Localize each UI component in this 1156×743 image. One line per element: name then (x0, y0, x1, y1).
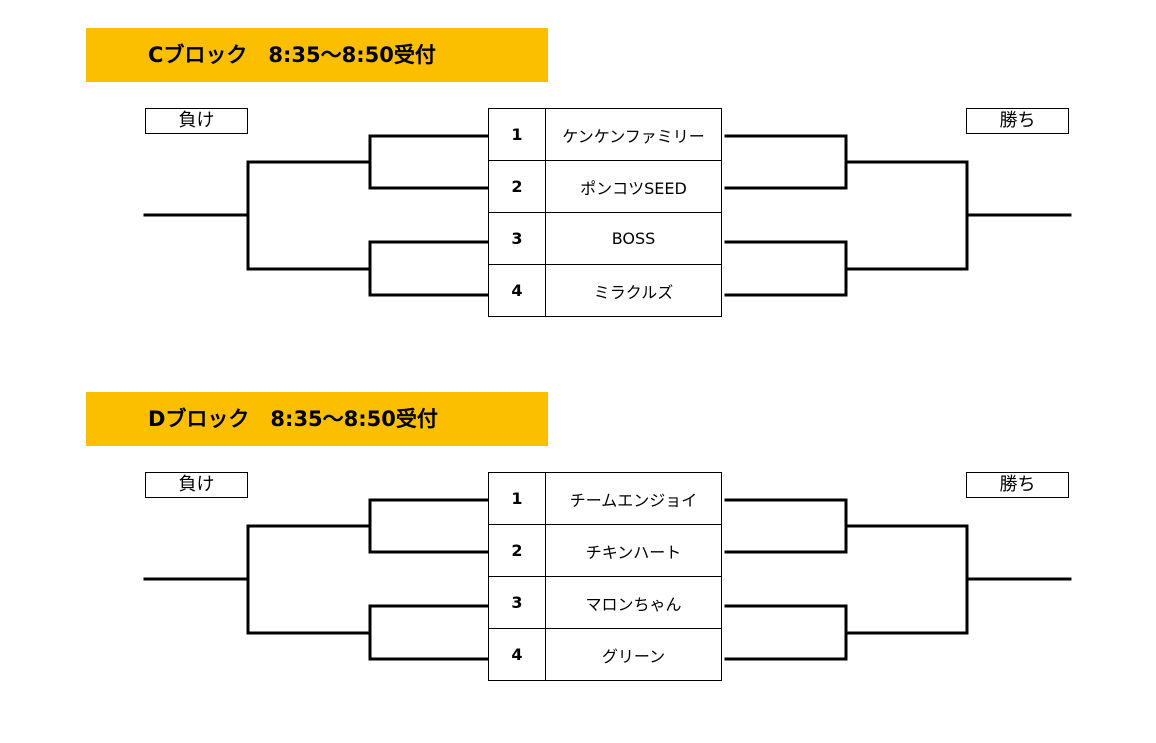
bracket-lines (143, 134, 1072, 297)
team-row: 3 BOSS (488, 212, 722, 265)
team-name: BOSS (545, 212, 722, 265)
team-name: マロンちゃん (545, 576, 722, 629)
left-connector-top (368, 498, 490, 554)
win-label: 勝ち (966, 472, 1069, 498)
team-table: 1 ケンケンファミリー 2 ポンコツSEED 3 BOSS 4 ミラクルズ (488, 108, 722, 317)
team-row: 1 チームエンジョイ (488, 472, 722, 525)
bracket-lines (143, 498, 1072, 661)
bracket-block-d: Dブロック 8:35～8:50受付 負け 勝ち 1 チームエンジョイ 2 チキン… (0, 364, 1156, 694)
team-number: 2 (488, 160, 546, 213)
team-name: チームエンジョイ (545, 472, 722, 525)
right-connector-top (724, 498, 848, 554)
right-connector-bottom (724, 604, 848, 661)
right-connector-top (724, 134, 848, 190)
team-number: 3 (488, 212, 546, 265)
team-name: ミラクルズ (545, 264, 722, 317)
team-number: 3 (488, 576, 546, 629)
block-title: Cブロック 8:35～8:50受付 (86, 28, 548, 82)
team-row: 4 ミラクルズ (488, 264, 722, 317)
team-row: 4 グリーン (488, 628, 722, 681)
team-row: 2 ポンコツSEED (488, 160, 722, 213)
team-row: 1 ケンケンファミリー (488, 108, 722, 161)
left-final-connector (246, 160, 372, 271)
right-connector-bottom (724, 240, 848, 297)
team-name: ケンケンファミリー (545, 108, 722, 161)
left-final-connector (246, 524, 372, 635)
team-number: 1 (488, 472, 546, 525)
win-label: 勝ち (966, 108, 1069, 134)
team-number: 2 (488, 524, 546, 577)
bracket-block-c: Cブロック 8:35～8:50受付 負け 勝ち 1 ケンケンファミリー 2 ポン… (0, 0, 1156, 330)
lose-label: 負け (145, 472, 248, 498)
left-connector-top (368, 134, 490, 190)
team-row: 2 チキンハート (488, 524, 722, 577)
left-connector-bottom (368, 604, 490, 661)
right-final-connector (844, 160, 969, 271)
team-name: グリーン (545, 628, 722, 681)
team-number: 1 (488, 108, 546, 161)
lose-label: 負け (145, 108, 248, 134)
team-row: 3 マロンちゃん (488, 576, 722, 629)
team-name: ポンコツSEED (545, 160, 722, 213)
block-title: Dブロック 8:35～8:50受付 (86, 392, 548, 446)
team-name: チキンハート (545, 524, 722, 577)
team-number: 4 (488, 264, 546, 317)
left-connector-bottom (368, 240, 490, 297)
team-table: 1 チームエンジョイ 2 チキンハート 3 マロンちゃん 4 グリーン (488, 472, 722, 681)
right-final-connector (844, 524, 969, 635)
team-number: 4 (488, 628, 546, 681)
